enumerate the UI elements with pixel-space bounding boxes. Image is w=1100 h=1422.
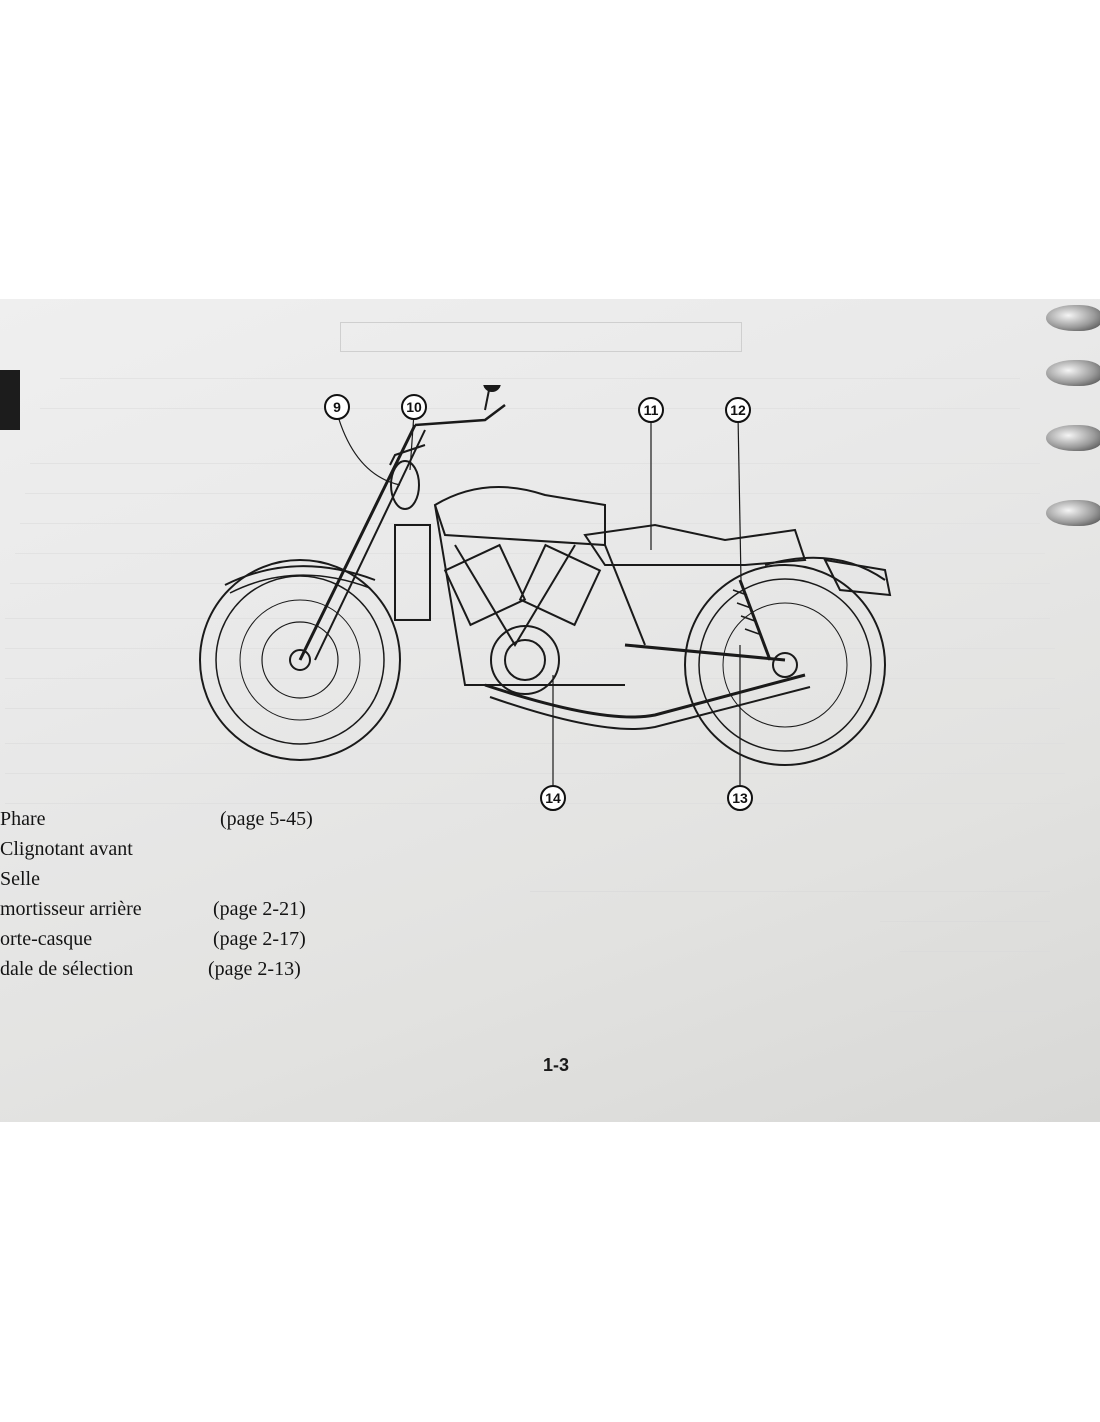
svg-text:14: 14 xyxy=(545,790,561,806)
binding-ring xyxy=(1046,305,1100,331)
svg-text:12: 12 xyxy=(730,402,746,418)
legend-item: dale de sélection (page 2-13) xyxy=(0,958,340,986)
legend-label: mortisseur arrière xyxy=(0,898,142,920)
legend-page-ref: (page 5-45) xyxy=(220,808,313,830)
callout-9: 9 xyxy=(324,394,350,420)
legend-item: Selle xyxy=(0,868,340,896)
binding-ring xyxy=(1046,500,1100,526)
svg-text:9: 9 xyxy=(333,399,341,415)
photo-background xyxy=(0,299,1100,1122)
callout-13: 13 xyxy=(727,785,753,811)
motorcycle-illustration: 9 10 11 12 13 14 xyxy=(199,385,892,811)
legend-page-ref: (page 2-21) xyxy=(213,898,306,920)
legend-label: Phare xyxy=(0,808,46,830)
svg-text:13: 13 xyxy=(732,790,748,806)
legend-item: orte-casque (page 2-17) xyxy=(0,928,340,956)
legend-label: Clignotant avant xyxy=(0,838,133,860)
binding-ring xyxy=(1046,425,1100,451)
binding-ring xyxy=(1046,360,1100,386)
legend-page-ref: (page 2-13) xyxy=(208,958,301,980)
legend-item: mortisseur arrière (page 2-21) xyxy=(0,898,340,926)
svg-text:10: 10 xyxy=(406,399,422,415)
legend-item: Clignotant avant xyxy=(0,838,340,866)
callout-10: 10 xyxy=(401,394,427,420)
page-number: 1-3 xyxy=(543,1055,570,1075)
callout-12: 12 xyxy=(725,397,751,423)
svg-text:11: 11 xyxy=(644,402,659,418)
page-edge-tab xyxy=(0,370,20,430)
callout-11: 11 xyxy=(638,397,664,423)
legend-label: orte-casque xyxy=(0,928,93,950)
legend-label: dale de sélection xyxy=(0,958,134,980)
bleed-through-heading xyxy=(340,322,742,352)
callout-14: 14 xyxy=(540,785,566,811)
legend-page-ref: (page 2-17) xyxy=(213,928,306,950)
legend-item: Phare (page 5-45) xyxy=(0,808,340,836)
legend-label: Selle xyxy=(0,868,40,890)
